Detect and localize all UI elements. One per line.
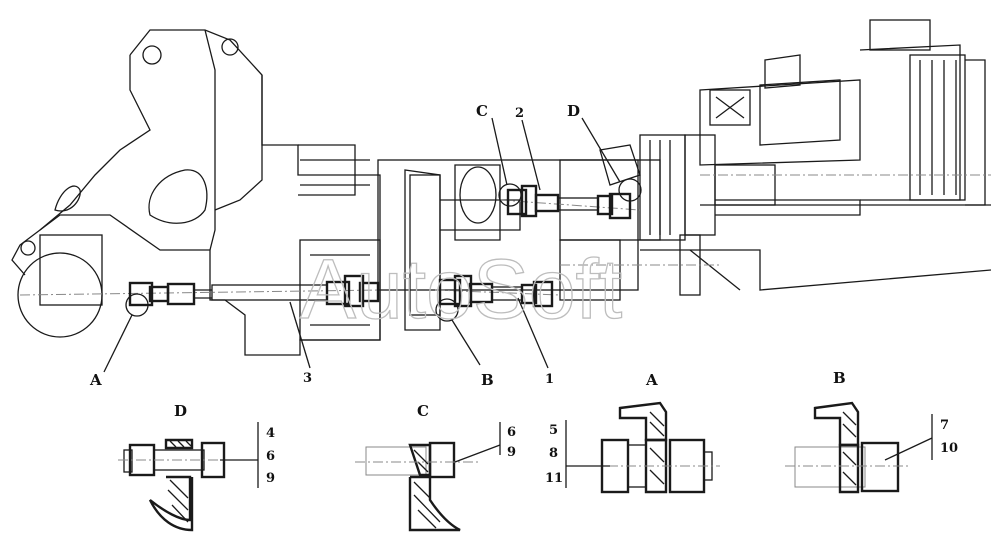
radiator [909, 54, 966, 201]
label-view-d: D [567, 102, 580, 120]
label-part-1: 1 [545, 372, 554, 387]
cardan-shaft-2 [499, 184, 641, 220]
shaft2-tube [557, 197, 599, 211]
pivot-hole-upper [142, 45, 162, 65]
detail-d-title: D [174, 402, 187, 420]
label-part-2: 2 [515, 106, 524, 121]
leader-lines [103, 117, 621, 373]
detail-view-c: C 6 9 [355, 402, 516, 532]
detail-c-nut [428, 441, 456, 479]
detail-c-callout-9: 9 [507, 445, 516, 460]
detail-b-callout-7: 7 [940, 418, 949, 433]
detail-circle-c [498, 183, 522, 207]
watermark: AutoSoft [300, 242, 622, 336]
front-axle-flange [17, 252, 103, 338]
shaft3-yoke-rear [343, 274, 365, 308]
detail-b-nut [860, 441, 900, 493]
pivot-hole-front [20, 240, 36, 256]
detail-circle-a [125, 293, 149, 317]
detail-b-callout-10: 10 [940, 441, 958, 456]
detail-c-title: C [417, 402, 429, 420]
pivot-hole-top [221, 38, 239, 56]
detail-view-d: D 4 6 9 [118, 402, 275, 532]
detail-a-title: A [645, 371, 658, 389]
detail-a-callout-5: 5 [549, 423, 558, 438]
cardan-shaft-3 [19, 274, 381, 308]
shaft3-yoke-front [128, 281, 154, 307]
detail-b-title: B [833, 369, 846, 387]
label-part-3: 3 [303, 371, 312, 386]
detail-a-callout-8: 8 [549, 446, 558, 461]
front-axle-housing [39, 234, 103, 306]
engine-block [699, 79, 861, 166]
label-view-a: A [89, 371, 102, 389]
output-flange-d [599, 144, 641, 186]
detail-a-callout-11: 11 [545, 471, 563, 486]
loader-frame [11, 29, 381, 356]
detail-d-callout-9: 9 [266, 471, 275, 486]
detail-d-callout-6: 6 [266, 449, 275, 464]
transmission-and-engine [377, 19, 991, 331]
detail-circle-b [435, 298, 459, 322]
cardan-shaft-1 [434, 274, 561, 308]
detail-circle-d [618, 178, 642, 202]
detail-view-b: B 7 10 [785, 369, 958, 494]
detail-view-a: A 5 8 11 [545, 371, 720, 494]
label-view-c: C [476, 102, 488, 120]
label-view-b: B [481, 371, 494, 389]
detail-d-callout-4: 4 [266, 426, 275, 441]
detail-c-callout-6: 6 [507, 425, 516, 440]
shaft1-yoke-rear [532, 280, 554, 308]
